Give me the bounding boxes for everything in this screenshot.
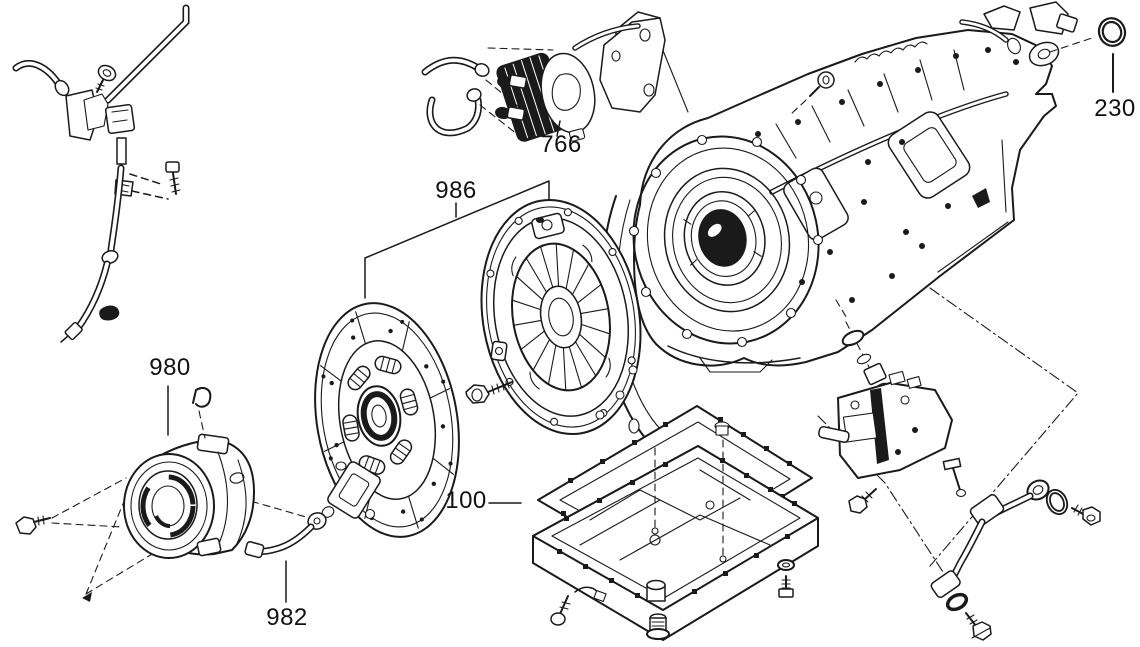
label-leader-766 (556, 120, 561, 137)
pan-bolt-holes (557, 458, 797, 598)
release-bearing (15, 385, 307, 602)
torque-converter (663, 167, 791, 313)
part-label-980: 980 (149, 354, 191, 381)
oil-cooler (421, 17, 666, 142)
label-leader-986 (364, 180, 550, 299)
o-ring-seal (1049, 17, 1127, 93)
casing-bolt-dots (755, 47, 1019, 303)
valve-body (818, 370, 967, 514)
cooler-hose (930, 479, 1101, 641)
clutch-bolt (465, 379, 513, 404)
part-label-230: 230 (1094, 95, 1136, 122)
part-label-100: 100 (445, 487, 487, 514)
part-label-982: 982 (266, 604, 308, 631)
part-label-766: 766 (540, 131, 582, 158)
bell-housing-bolt-holes (628, 134, 824, 348)
oil-pan (532, 421, 819, 641)
bleeder-hose (244, 506, 335, 603)
pressure-plate (480, 199, 642, 435)
transmission (592, 1, 1079, 573)
breather-pipe-assembly (12, 4, 190, 343)
part-label-986: 986 (435, 177, 477, 204)
disc-bracket (327, 461, 381, 520)
